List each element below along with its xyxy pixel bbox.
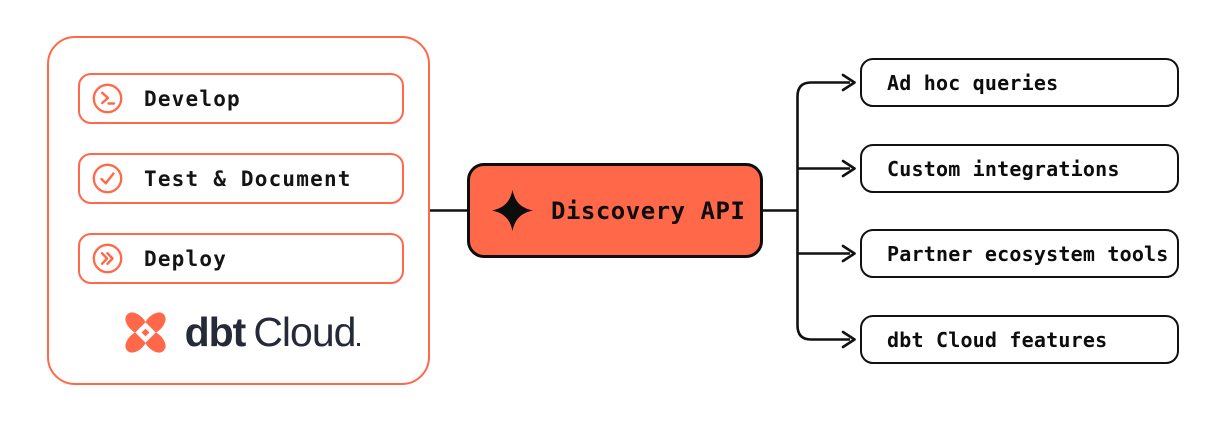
- double-chevron-right-icon: [92, 243, 123, 274]
- arrowhead-icon-4: [841, 330, 856, 349]
- output-box-ad-hoc-queries: Ad hoc queries: [860, 58, 1179, 107]
- trademark-dot: [357, 343, 361, 346]
- arrowhead-icon-2: [841, 159, 856, 178]
- output-box-custom-integrations: Custom integrations: [860, 144, 1179, 193]
- cloud-wordmark: Cloud: [253, 309, 356, 355]
- dbt-wordmark-bold: dbt: [184, 309, 247, 355]
- partner-ecosystem-tools-label: Partner ecosystem tools: [887, 241, 1169, 266]
- check-circle-icon: [92, 163, 123, 194]
- dbt-cloud-panel: Develop Test & Document Deploy: [47, 36, 430, 385]
- discovery-api-label: Discovery API: [551, 196, 746, 225]
- arrowhead-icon-1: [841, 73, 856, 92]
- deploy-label: Deploy: [144, 246, 228, 271]
- output-box-dbt-cloud-features: dbt Cloud features: [860, 315, 1179, 364]
- ad-hoc-queries-label: Ad hoc queries: [887, 70, 1059, 95]
- arrowhead-icon-3: [841, 244, 856, 263]
- dbt-cloud-features-label: dbt Cloud features: [887, 327, 1108, 352]
- dbt-cloud-wordmark: dbt Cloud: [185, 312, 361, 353]
- output-box-partner-ecosystem-tools: Partner ecosystem tools: [860, 229, 1179, 278]
- sparkle-icon: [492, 190, 533, 231]
- custom-integrations-label: Custom integrations: [887, 156, 1120, 181]
- test-document-box: Test & Document: [78, 153, 404, 204]
- dbt-cloud-logo: dbt Cloud: [49, 304, 428, 361]
- discovery-api-node: Discovery API: [467, 163, 763, 258]
- connector-trunk: [796, 81, 812, 341]
- test-document-label: Test & Document: [144, 166, 352, 191]
- develop-label: Develop: [144, 86, 241, 111]
- deploy-box: Deploy: [78, 233, 404, 284]
- develop-box: Develop: [78, 73, 404, 124]
- terminal-prompt-icon: [92, 83, 123, 114]
- dbt-logo-icon: [124, 312, 166, 353]
